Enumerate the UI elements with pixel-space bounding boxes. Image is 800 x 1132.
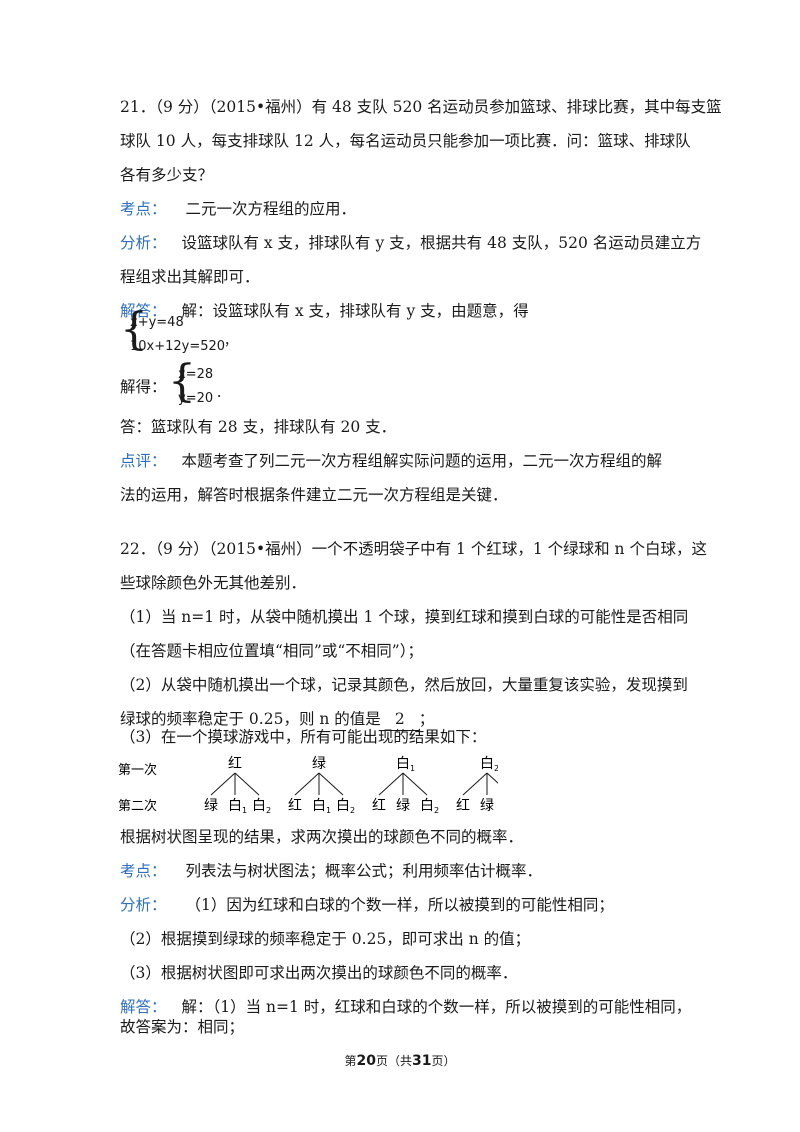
kaodian-text: 二元一次方程组的应用．: [185, 200, 356, 218]
fenxi-text-1: 设篮球队有 x 支，排球队有 y 支，根据共有 48 支队，520 名运动员建立…: [181, 234, 702, 252]
q21-stem-line-3: 各有多少支？: [120, 166, 214, 184]
footer-mid: 页（共: [375, 1054, 412, 1068]
tree-node-second: 绿: [204, 798, 218, 814]
q22-stem-line-2: 些球除颜色外无其他差别．: [120, 574, 307, 592]
fenxi-label: 分析：: [120, 896, 167, 914]
kaodian-label: 考点：: [120, 200, 167, 218]
tree-branch: [318, 772, 344, 796]
tree-branch: [294, 772, 320, 796]
q22-kaodian: 考点： 列表法与树状图法；概率公式；利用频率估计概率．: [120, 860, 542, 882]
q21-kaodian: 考点： 二元一次方程组的应用．: [120, 198, 356, 220]
tree-group: 白2红绿白1: [456, 756, 498, 814]
q21-fenxi-line-2: 程组求出其解即可．: [120, 268, 260, 286]
q21-dianping-line-2: 法的运用，解答时根据条件建立二元一次方程组是关键．: [120, 486, 508, 504]
jieda-text: 解：设篮球队有 x 支，排球队有 y 支，由题意，得: [181, 302, 529, 320]
tree-node-first: 白2: [480, 756, 498, 773]
tree-node-first: 红: [228, 756, 242, 772]
solution-y: y=20: [178, 391, 214, 406]
q22-fenxi: 分析： （1）因为红球和白球的个数一样，所以被摸到的可能性相同；: [120, 894, 614, 916]
q22-stem-line-4: （在答题卡相应位置填“相同”或“不相同”）；: [120, 642, 423, 660]
tree-node-second: 白1: [312, 798, 331, 815]
tree-group: 白1 红绿白2: [372, 756, 439, 815]
q22-stem-line-1: 22．（9 分）（2015•福州）一个不透明袋子中有 1 个红球，1 个绿球和 …: [120, 540, 707, 558]
equation-2: 10x+12y=520: [130, 339, 226, 354]
tree-node-first: 白1: [396, 756, 415, 773]
q21-stem-line-2: 球队 10 人，每支排球队 12 人，每名运动员只能参加一项比赛．问：篮球、排球…: [120, 132, 691, 150]
kaodian-label: 考点：: [120, 862, 167, 880]
q22-jieda-line-2: 故答案为：相同；: [120, 1018, 245, 1036]
fenxi-text-1: （1）因为红球和白球的个数一样，所以被摸到的可能性相同；: [185, 896, 614, 914]
system-2-tail: ．: [216, 386, 230, 401]
jieda-text-1: 解：（1）当 n=1 时，红球和白球的个数一样，所以被摸到的可能性相同，: [181, 998, 692, 1016]
q22-fenxi-line-2: （2）根据摸到绿球的频率稳定于 0.25，即可求出 n 的值；: [120, 930, 531, 948]
fenxi-label: 分析：: [120, 234, 167, 252]
system-1-tail: ，: [224, 334, 238, 349]
tree-branch: [234, 772, 260, 796]
tree-node-second: 白2: [420, 798, 439, 815]
tree-node-second: 白1: [228, 798, 247, 815]
tree-node-second: 白2: [336, 798, 355, 815]
page-footer: 第20页（共31页）: [0, 1052, 800, 1069]
q22-part3: （3）在一个摸球游戏中，所有可能出现的结果如下：: [120, 728, 487, 746]
dianping-text-1: 本题考查了列二元一次方程组解实际问题的运用，二元一次方程组的解: [181, 452, 662, 470]
tree-branch: [402, 772, 428, 796]
blank-tail: ；: [418, 710, 435, 728]
footer-suffix: 页）: [431, 1054, 456, 1068]
tree-group: 绿红白1 白2: [288, 756, 355, 815]
q22-jieda: 解答： 解：（1）当 n=1 时，红球和白球的个数一样，所以被摸到的可能性相同，: [120, 996, 691, 1018]
tree-node-second: 绿: [396, 798, 410, 814]
equation-1: x+y=48: [130, 315, 184, 330]
equation-system-2: { x=28 y=20 ．: [168, 360, 248, 412]
q22-stem-line-5: （2）从袋中随机摸出一个球，记录其颜色，然后放回，大量重复该实验，发现摸到: [120, 676, 688, 694]
q21-fenxi: 分析： 设篮球队有 x 支，排球队有 y 支，根据共有 48 支队，520 名运…: [120, 232, 701, 254]
dianping-label: 点评：: [120, 452, 167, 470]
tree-node-second: 绿: [480, 798, 494, 814]
tree-branch: [486, 772, 498, 784]
tree-branch: [210, 772, 236, 796]
q21-dianping: 点评： 本题考查了列二元一次方程组解实际问题的运用，二元一次方程组的解: [120, 450, 662, 472]
tree-branch: [378, 772, 404, 796]
footer-prefix: 第: [344, 1054, 357, 1068]
tree-second-label: 第二次: [118, 798, 157, 814]
jieda-label: 解答：: [120, 998, 167, 1016]
kaodian-text: 列表法与树状图法；概率公式；利用频率估计概率．: [185, 862, 542, 880]
tree-groups: 红绿白1白2绿红白1白2白1红绿白2白2红绿白1: [204, 756, 498, 815]
tree-branch: [462, 772, 488, 796]
q22-stem-text: 绿球的频率稳定于 0.25，则 n 的值是: [120, 710, 381, 728]
brace-symbol: {: [168, 356, 196, 407]
tree-first-label: 第一次: [118, 762, 157, 778]
tree-node-second: 红: [288, 798, 302, 814]
tree-node-second: 红: [456, 798, 470, 814]
jiede-label: 解得：: [120, 378, 167, 396]
tree-node-second: 红: [372, 798, 386, 814]
tree-diagram: 第一次 第二次 红绿白1白2绿红白1白2白1红绿白2白2红绿白1: [118, 756, 498, 815]
equation-system-1: { x+y=48 10x+12y=520 ，: [120, 308, 260, 360]
q22-question: 根据树状图呈现的结果，求两次摸出的球颜色不同的概率．: [120, 828, 524, 846]
tree-node-second: 白2: [252, 798, 271, 815]
tree-node-first: 绿: [312, 756, 326, 772]
q21-stem-line-1: 21．（9 分）（2015•福州）有 48 支队 520 名运动员参加篮球、排球…: [120, 98, 722, 116]
solution-x: x=28: [178, 367, 214, 382]
footer-total-pages: 31: [412, 1053, 432, 1069]
jieda-label: 解答：: [120, 302, 167, 320]
brace-symbol: {: [120, 304, 148, 355]
tree-group: 红绿白1 白2: [204, 756, 271, 815]
q21-jieda: 解答： 解：设篮球队有 x 支，排球队有 y 支，由题意，得: [120, 300, 529, 322]
q22-fenxi-line-3: （3）根据树状图即可求出两次摸出的球颜色不同的概率．: [120, 964, 518, 982]
q21-answer: 答：篮球队有 28 支，排球队有 20 支．: [120, 418, 397, 436]
answer-blank: 2: [380, 708, 419, 731]
q22-stem-line-3: （1）当 n=1 时，从袋中随机摸出 1 个球，摸到红球和摸到白球的可能性是否相…: [120, 608, 689, 626]
footer-page-number: 20: [356, 1053, 376, 1069]
